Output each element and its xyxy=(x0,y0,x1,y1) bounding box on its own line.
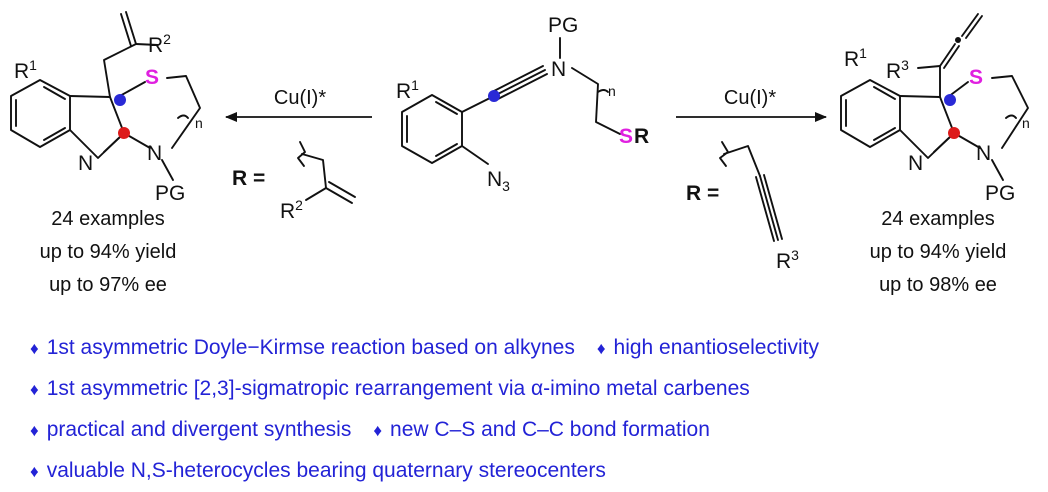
left-r-equals: R = xyxy=(232,167,265,190)
highlight-line-3: ♦ practical and divergent synthesis ♦ new C… xyxy=(30,410,1040,451)
left-r-double-bond xyxy=(325,181,356,204)
right-allene-r3-bond xyxy=(917,65,941,69)
right-allene-double-bond-1 xyxy=(939,43,960,69)
left-imine-double-bond xyxy=(103,136,121,153)
substrate-azide-bond xyxy=(461,145,489,165)
substrate-blue-dot xyxy=(488,90,500,102)
right-r-wavy-bond xyxy=(719,141,729,167)
left-r2-label: R2 xyxy=(148,31,171,57)
diamond-bullet-icon: ♦ xyxy=(30,421,39,440)
substrate-r-label: R xyxy=(634,125,649,148)
left-product-structure: R1 R2 S N N n PG xyxy=(10,11,203,205)
substrate-pg-label: PG xyxy=(548,14,578,37)
right-thiazine-chain xyxy=(991,75,1029,149)
left-yield: up to 94% yield xyxy=(40,241,177,263)
right-blue-dot xyxy=(944,94,956,106)
substrate-structure: PG N n R1 S R N3 xyxy=(396,14,649,194)
left-catalyst: Cu(I)* xyxy=(274,87,326,109)
substrate-benzene-ring xyxy=(401,94,463,164)
right-imine-double-bond xyxy=(933,136,951,153)
left-n-pg-bond xyxy=(161,159,174,181)
right-r-chain xyxy=(723,145,761,177)
left-benzene-ring xyxy=(10,79,71,148)
right-summary: 24 examples up to 94% yield up to 98% ee xyxy=(870,208,1007,296)
right-catalyst: Cu(I)* xyxy=(724,87,776,109)
left-r1-label: R1 xyxy=(14,57,37,83)
right-reaction-arrow: Cu(I)* R = R3 xyxy=(676,87,827,273)
right-r-triple-bond xyxy=(755,174,783,242)
left-ring-n-label: N xyxy=(78,152,93,175)
left-reaction-arrow: Cu(I)* R = R2 xyxy=(225,87,372,223)
substrate-chain xyxy=(571,67,621,135)
highlight-line-2: ♦ 1st asymmetric [2,3]-sigmatropic rearra… xyxy=(30,369,1040,410)
left-c-s-bond xyxy=(117,81,146,98)
left-allyl-r2-bond xyxy=(135,43,159,46)
diamond-bullet-icon: ♦ xyxy=(30,462,39,481)
right-allene-double-bond-2 xyxy=(961,13,983,39)
right-examples: 24 examples xyxy=(881,208,994,230)
right-benzene-ring xyxy=(840,79,901,148)
right-r1-label: R1 xyxy=(844,45,867,71)
highlight-text: high enantioselectivity xyxy=(613,336,819,359)
right-red-dot xyxy=(948,127,960,139)
left-n-subscript: n xyxy=(195,115,203,131)
diamond-bullet-icon: ♦ xyxy=(373,421,383,440)
left-blue-dot xyxy=(114,94,126,106)
right-product-structure: R1 R3 S N N n PG xyxy=(840,13,1030,205)
right-pg-label: PG xyxy=(985,182,1015,205)
diamond-bullet-icon: ♦ xyxy=(30,380,39,399)
left-allyl-double-bond xyxy=(120,11,137,47)
right-n-subscript: n xyxy=(1022,115,1030,131)
substrate-ynamide-triple-bond xyxy=(491,65,548,101)
diamond-bullet-icon: ♦ xyxy=(596,339,606,358)
substrate-loop-bracket xyxy=(597,89,609,93)
right-n-pg-label: N xyxy=(976,142,991,165)
highlight-line-4: ♦ valuable N,S-heterocycles bearing quate… xyxy=(30,451,1040,492)
right-n-pg-bond xyxy=(991,159,1004,181)
right-allene-center xyxy=(955,37,961,43)
highlight-text: 1st asymmetric Doyle−Kirmse reaction bas… xyxy=(46,336,575,359)
right-loop-bracket xyxy=(1005,114,1017,119)
left-r-r2-label: R2 xyxy=(280,197,303,223)
substrate-n-label: N xyxy=(551,58,566,81)
left-sulfur-label: S xyxy=(145,66,159,89)
substrate-sulfur-label: S xyxy=(619,125,633,148)
diamond-bullet-icon: ♦ xyxy=(30,339,39,358)
left-r-r2-bond xyxy=(305,187,327,201)
left-examples: 24 examples xyxy=(51,208,164,230)
reaction-scheme: R1 R2 S N N n PG 24 examples up to 94% y… xyxy=(10,11,1030,296)
right-ring-n-label: N xyxy=(908,152,923,175)
left-loop-bracket xyxy=(177,114,189,119)
substrate-r1-label: R1 xyxy=(396,77,419,103)
left-red-dot xyxy=(118,127,130,139)
left-ee: up to 97% ee xyxy=(49,274,167,296)
right-five-ring-bonds xyxy=(899,95,955,159)
substrate-n-subscript: n xyxy=(608,83,616,99)
left-pg-label: PG xyxy=(155,182,185,205)
right-r-r3-label: R3 xyxy=(776,247,799,273)
left-thiazine-chain xyxy=(166,75,201,149)
highlight-line-1: ♦ 1st asymmetric Doyle−Kirmse reaction ba… xyxy=(30,328,1040,369)
right-ee: up to 98% ee xyxy=(879,274,997,296)
right-r3-label: R3 xyxy=(886,57,909,83)
highlight-text: valuable N,S-heterocycles bearing quater… xyxy=(46,459,606,482)
left-summary: 24 examples up to 94% yield up to 97% ee xyxy=(40,208,177,296)
left-allyl-chain xyxy=(103,43,137,98)
left-n-pg-label: N xyxy=(147,142,162,165)
right-yield: up to 94% yield xyxy=(870,241,1007,263)
left-r-chain xyxy=(301,153,327,189)
right-r-equals: R = xyxy=(686,182,719,205)
highlights-list: ♦ 1st asymmetric Doyle−Kirmse reaction ba… xyxy=(30,328,1040,492)
substrate-azide-label: N3 xyxy=(487,168,510,194)
right-sulfur-label: S xyxy=(969,66,983,89)
left-r-wavy-bond xyxy=(297,141,306,167)
left-five-ring-bonds xyxy=(69,95,125,159)
highlight-text: practical and divergent synthesis xyxy=(46,418,352,441)
highlight-text: 1st asymmetric [2,3]-sigmatropic rearran… xyxy=(46,377,750,400)
highlight-text: new C–S and C–C bond formation xyxy=(390,418,710,441)
